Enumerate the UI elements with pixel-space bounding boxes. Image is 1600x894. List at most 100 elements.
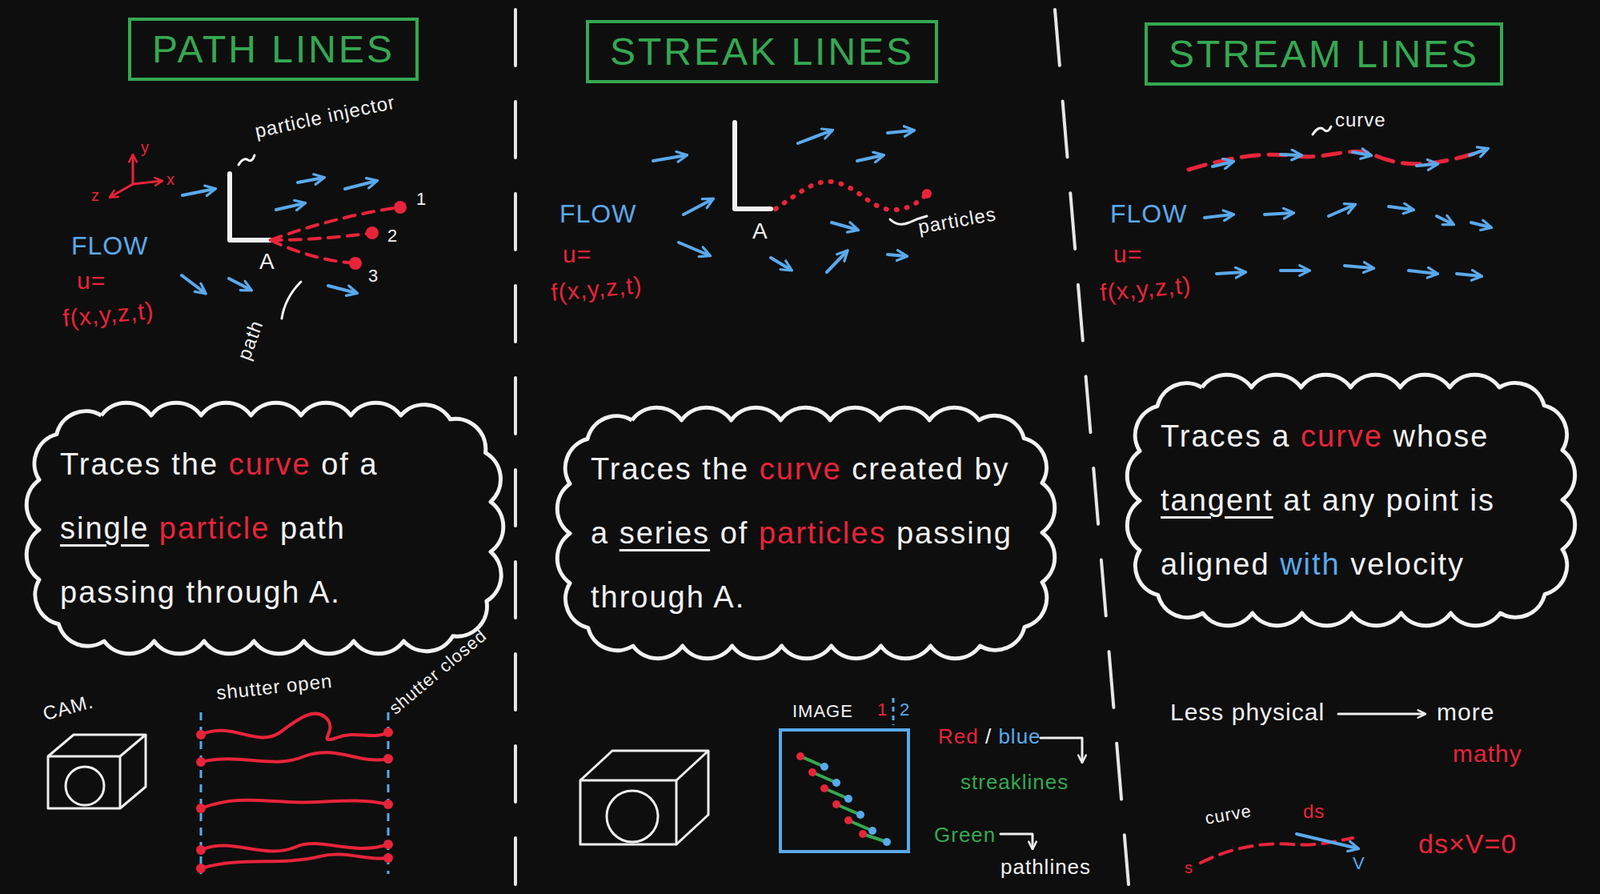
exposure-trace-part — [200, 752, 389, 762]
camera-label: CAM. — [40, 689, 97, 726]
column-title: PATH LINES — [152, 27, 395, 72]
image-label: IMAGE — [792, 701, 854, 722]
word: particles — [758, 516, 887, 550]
column-title: STREAK LINES — [609, 29, 915, 74]
particle-dot-part — [383, 799, 393, 810]
particle-dot-part — [383, 727, 393, 738]
particle-dot — [348, 200, 407, 270]
camera-symbol-part — [676, 750, 709, 845]
point-label: A — [259, 248, 276, 276]
particle-injector-part — [734, 122, 771, 209]
leader-line-part — [238, 155, 255, 165]
flow-arrow-part — [826, 251, 847, 273]
exposure-trace-part — [200, 854, 389, 869]
flow-arrow-part — [1280, 268, 1309, 273]
particle-path-part — [270, 240, 356, 264]
part-label: particles — [916, 202, 999, 239]
camera-symbol-part — [48, 756, 121, 809]
callout-number: 2 — [387, 225, 398, 247]
flow-arrow-part — [1352, 152, 1371, 156]
axes-part — [110, 184, 133, 197]
particle-dot-part — [882, 838, 891, 847]
equation: f(x,y,z,t) — [61, 296, 156, 333]
flow-arrow-part — [1469, 148, 1488, 156]
particle-dot-part — [820, 762, 829, 771]
camera-symbol-part — [120, 734, 146, 809]
flow-arrow-part — [1264, 212, 1293, 215]
flow-label: FLOW — [71, 230, 149, 261]
flow-arrow-part — [1436, 216, 1453, 225]
particle-dot-part — [383, 839, 393, 850]
exposure-trace-part — [200, 800, 389, 809]
note: pathlines — [1000, 854, 1091, 880]
particle-dot-part — [856, 810, 865, 819]
word: curve — [759, 452, 843, 486]
equation: f(x,y,z,t) — [1098, 270, 1193, 308]
part-label: particle injector — [252, 91, 397, 144]
word: by — [974, 452, 1010, 486]
flow-arrow-part — [297, 177, 324, 183]
cloud-outline-path — [26, 402, 504, 654]
particle-injector-part — [229, 173, 271, 241]
camera-symbol-part — [48, 734, 146, 757]
streamline-part — [1188, 150, 1485, 170]
flow-label: FLOW — [559, 198, 637, 229]
path-label: path — [232, 316, 269, 364]
definition-text: Traces the curve created by a series of … — [590, 437, 1022, 630]
image-trace — [800, 756, 887, 843]
streakline — [775, 181, 927, 210]
leader-line — [238, 155, 301, 319]
title-box: STREAK LINES — [585, 20, 939, 84]
axis-label: x — [166, 169, 176, 189]
flow-arrow-part — [228, 278, 251, 290]
particle-dot — [196, 727, 393, 874]
equation: u= — [1113, 240, 1143, 269]
flow-arrow — [1204, 148, 1491, 277]
leader-line-part — [1312, 126, 1332, 135]
flow-arrow-part — [344, 180, 377, 189]
particle-dot-part — [383, 853, 393, 863]
camera-symbol — [48, 734, 146, 809]
particle-dot-part — [820, 784, 829, 793]
particle-injector — [229, 173, 271, 241]
particle-path-part — [270, 207, 401, 241]
flow-arrow-part — [1344, 265, 1373, 269]
column-title: STREAM LINES — [1168, 32, 1480, 77]
column-divider — [515, 9, 1129, 885]
word: Red — [938, 724, 979, 749]
particle-dot-part — [832, 800, 841, 809]
note: Red / blue — [938, 724, 1042, 750]
camera-symbol-part — [65, 766, 105, 806]
particle-dot-part — [393, 200, 407, 214]
cloud-bubble: Traces the curve created by a series of … — [550, 401, 1062, 666]
part-label: curve — [1335, 108, 1387, 133]
particle-dot-part — [196, 803, 206, 814]
word: whose — [1392, 419, 1489, 454]
image-frame-part — [780, 729, 909, 852]
flow-arrow-part — [1280, 154, 1301, 156]
shutter-line — [200, 712, 389, 875]
cloud-outline-path — [1126, 374, 1575, 626]
flow-arrow-part — [678, 242, 710, 256]
symbol-label: V — [1352, 853, 1366, 875]
word: of — [720, 516, 750, 550]
particle-dot-part — [348, 256, 362, 270]
note: Less physical — [1170, 697, 1325, 727]
cloud-bubble: Traces a curve whose tangent at any poin… — [1120, 368, 1582, 633]
word: through — [186, 575, 301, 610]
particle-dot-part — [868, 826, 877, 835]
word: a — [590, 516, 610, 550]
word: any — [1322, 483, 1376, 518]
exposure-trace — [200, 713, 389, 869]
equation: f(x,y,z,t) — [549, 270, 644, 308]
word: through — [590, 580, 706, 614]
camera-symbol-part — [580, 750, 709, 781]
word: / — [985, 724, 992, 749]
word: the — [171, 447, 219, 482]
word: of — [320, 447, 350, 482]
flow-arrow-part — [653, 155, 686, 161]
particle-dot-part — [196, 729, 206, 740]
word: a — [1271, 419, 1291, 454]
flow-arrow-part — [857, 155, 883, 161]
